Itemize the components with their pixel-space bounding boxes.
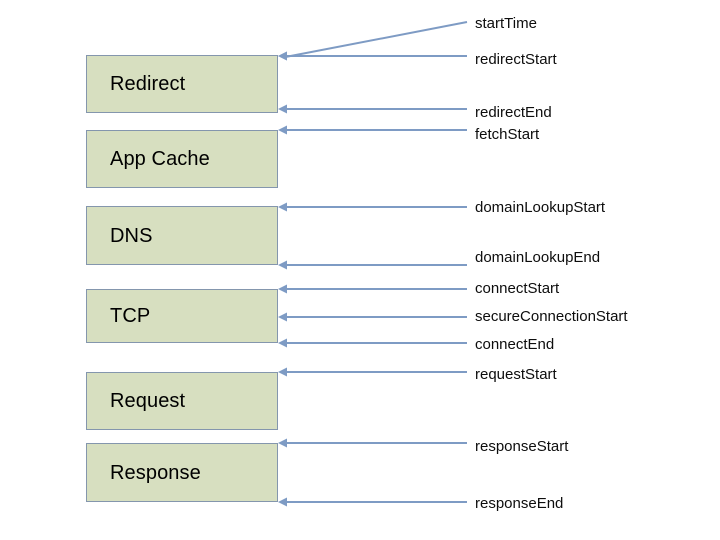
phase-label-dns: DNS [110,224,153,247]
arrow-head-redirectStart [278,51,287,61]
phase-label-redirect: Redirect [110,73,186,95]
marker-label-redirectStart: redirectStart [475,51,557,68]
phase-box-tcp: TCP [86,289,278,343]
marker-label-domainLookupStart: domainLookupStart [475,199,606,216]
marker-label-responseStart: responseStart [475,438,569,455]
arrow-head-requestStart [278,367,287,377]
arrow-head-connectEnd [278,338,287,348]
arrow-head-secureConnectionStart [278,312,287,322]
marker-label-responseEnd: responseEnd [475,495,564,512]
arrow-head-domainLookupEnd [278,260,287,270]
marker-label-domainLookupEnd: domainLookupEnd [475,249,601,266]
arrows-group [278,21,468,507]
phase-box-app-cache: App Cache [86,130,278,188]
phase-label-request: Request [110,390,186,412]
marker-label-requestStart: requestStart [475,366,557,383]
phase-label-tcp: TCP [110,305,151,327]
arrow-line-startTime [285,21,468,58]
arrow-head-domainLookupStart [278,202,287,212]
phase-box-dns: DNS [86,206,278,265]
arrow-head-connectStart [278,284,287,294]
phase-box-redirect: Redirect [86,55,278,113]
phase-box-response: Response [86,443,278,502]
arrow-head-fetchStart [278,125,287,135]
marker-label-startTime: startTime [475,15,537,32]
marker-label-connectEnd: connectEnd [475,336,555,353]
phase-box-request: Request [86,372,278,430]
phase-label-app-cache: App Cache [110,148,210,170]
phase-label-response: Response [110,461,201,484]
marker-label-connectStart: connectStart [475,280,560,297]
marker-label-redirectEnd: redirectEnd [475,104,552,121]
arrow-head-responseStart [278,438,287,448]
arrow-head-redirectEnd [278,104,287,114]
marker-label-fetchStart: fetchStart [475,126,540,143]
marker-label-secureConnectionStart: secureConnectionStart [475,308,628,325]
arrow-head-responseEnd [278,497,287,507]
